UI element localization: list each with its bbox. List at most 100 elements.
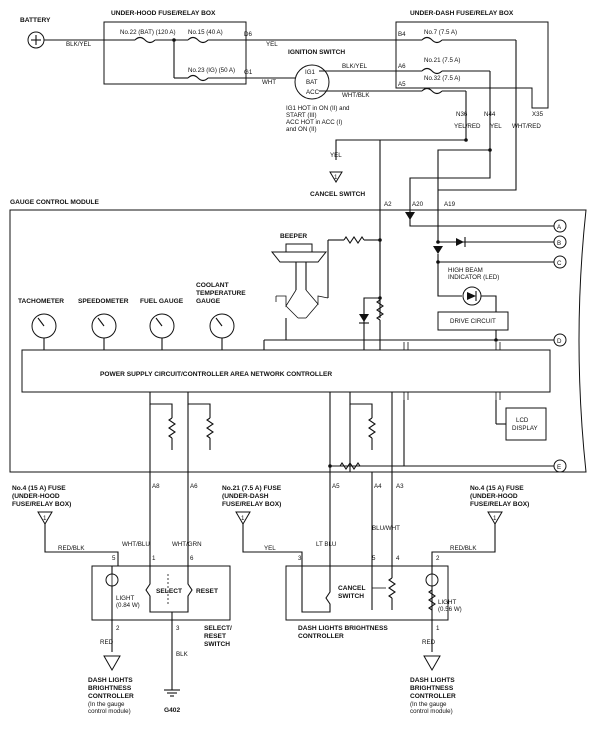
select-reset-switch-2: RESET — [204, 633, 226, 640]
fuse21-mid-3: FUSE/RELAY BOX) — [222, 501, 281, 508]
dash-ctrl-left-4: (In the gauge — [88, 701, 125, 708]
diode-icon — [456, 238, 464, 246]
bat-label: BAT — [306, 79, 318, 86]
fuse-triangle-mid — [235, 511, 251, 525]
resistor-icon — [368, 417, 376, 439]
reset-switch — [172, 566, 193, 613]
wire-blk-left: BLK — [176, 651, 189, 658]
dash-ctrl-right-1: DASH LIGHTS — [410, 677, 455, 684]
diode-icon — [405, 212, 415, 220]
pin-bot-a3: A3 — [396, 483, 404, 490]
under-hood-box-label: UNDER-HOOD FUSE/RELAY BOX — [111, 10, 216, 17]
pin-a6: A6 — [398, 63, 406, 70]
resistor-icon — [388, 577, 396, 599]
coolant-gauge-icon — [209, 313, 235, 350]
select-switch — [145, 566, 172, 613]
connector-number: 1 — [493, 515, 497, 522]
pin-a19: A19 — [444, 201, 456, 208]
ign-note-3: ACC HOT in ACC (I) — [286, 119, 342, 126]
pin-left-5: 5 — [112, 555, 116, 562]
ground-icon — [164, 689, 180, 697]
diode-icon — [359, 314, 369, 322]
fuse-21-label: No.21 (7.5 A) — [424, 57, 460, 64]
led-icon — [462, 286, 482, 306]
wire-yel-red: YEL/RED — [454, 123, 481, 130]
tachometer-gauge-icon — [31, 313, 57, 350]
pin-left-2: 2 — [116, 625, 120, 632]
pin-left-3: 3 — [176, 625, 180, 632]
ig1-label: IG1 — [305, 69, 316, 76]
pin-bot-a5: A5 — [332, 483, 340, 490]
wire-yel-n44: YEL — [490, 123, 502, 130]
fuse4-right-2: (UNDER-HOOD — [470, 493, 518, 500]
tachometer-label: TACHOMETER — [18, 298, 64, 305]
select-reset-controller — [91, 565, 231, 621]
pin-mid-3: 3 — [298, 555, 302, 562]
cancel-switch-triangle — [329, 171, 343, 183]
pin-left-6: 6 — [190, 555, 194, 562]
dash-ctrl-left-3: CONTROLLER — [88, 693, 134, 700]
connector-number: 1 — [334, 174, 338, 181]
connector-number: 1 — [241, 515, 245, 522]
ign-note-1: IG1 HOT in ON (II) and — [286, 105, 350, 112]
pin-a5: A5 — [398, 81, 406, 88]
pin-d6: D6 — [244, 31, 252, 38]
select-reset-switch-1: SELECT/ — [204, 625, 232, 632]
wire-lt-blu: LT BLU — [316, 541, 336, 548]
dash-ctrl-mid-1: DASH LIGHTS BRIGHTNESS — [298, 625, 388, 632]
dash-ctrl-mid-2: CONTROLLER — [298, 633, 344, 640]
wire-wht-blu: WHT/BLU — [122, 541, 150, 548]
fuel-gauge-icon — [149, 313, 175, 350]
pin-bot-a6: A6 — [190, 483, 198, 490]
resistor-icon — [206, 417, 214, 439]
wire-wht-blk-a5: WHT/BLK — [342, 92, 370, 99]
fuse4-left-3: FUSE/RELAY BOX) — [12, 501, 71, 508]
wire-red-right: RED — [422, 639, 436, 646]
wire-yel-d6: YEL — [266, 41, 278, 48]
wire-red-left: RED — [100, 639, 114, 646]
dash-ctrl-left-2: BRIGHTNESS — [88, 685, 132, 692]
cancel-switch-top-label: CANCEL SWITCH — [310, 191, 365, 198]
wire-wht-grn: WHT/GRN — [172, 541, 202, 548]
pin-left-1: 1 — [152, 555, 156, 562]
fuse-32-label: No.32 (7.5 A) — [424, 75, 460, 82]
reset-label: RESET — [196, 588, 218, 595]
resistor-icon — [343, 236, 365, 244]
resistor-icon — [339, 462, 361, 470]
power-supply-block — [21, 349, 551, 393]
speedometer-gauge-icon — [91, 313, 117, 350]
ign-note-4: and ON (II) — [286, 126, 317, 133]
fuse4-right-3: FUSE/RELAY BOX) — [470, 501, 529, 508]
fuse4-right-1: No.4 (15 A) FUSE — [470, 485, 524, 492]
dash-ctrl-right-4: (In the gauge — [410, 701, 447, 708]
light-left-label-2: (0.84 W) — [116, 602, 140, 609]
light-left-label-1: LIGHT — [116, 595, 134, 602]
dash-ctrl-left-1: DASH LIGHTS — [88, 677, 133, 684]
fuse-triangle-left — [37, 511, 53, 525]
connector-number: 1 — [43, 515, 47, 522]
gauge-control-module — [9, 209, 587, 473]
wire-red-blk-left: RED/BLK — [58, 545, 85, 552]
pin-bot-a4: A4 — [374, 483, 382, 490]
pin-n36: N36 — [456, 111, 468, 118]
pin-g1: G1 — [244, 69, 253, 76]
fuse-7-label: No.7 (7.5 A) — [424, 29, 457, 36]
pin-b4: B4 — [398, 31, 406, 38]
fuse21-mid-1: No.21 (7.5 A) FUSE — [222, 485, 282, 492]
dash-ctrl-right-triangle — [423, 655, 441, 672]
select-reset-switch-3: SWITCH — [204, 641, 230, 648]
select-label: SELECT — [156, 588, 182, 595]
coolant-label-2: TEMPERATURE — [196, 290, 246, 297]
dash-ctrl-right-5: control module) — [410, 708, 453, 715]
resistor-icon — [168, 417, 176, 439]
high-beam-label-2: INDICATOR (LED) — [448, 274, 499, 281]
under-hood-fuse-box — [103, 21, 247, 85]
pin-mid-4: 4 — [396, 555, 400, 562]
connector-c: C — [557, 260, 562, 267]
coolant-label-1: COOLANT — [196, 282, 229, 289]
fuel-gauge-label: FUEL GAUGE — [140, 298, 184, 305]
fuse-22-label: No.22 (BAT) (120 A) — [120, 29, 176, 36]
wire-yel-cancel: YEL — [330, 152, 342, 159]
light-right-label-1: LIGHT — [438, 599, 456, 606]
